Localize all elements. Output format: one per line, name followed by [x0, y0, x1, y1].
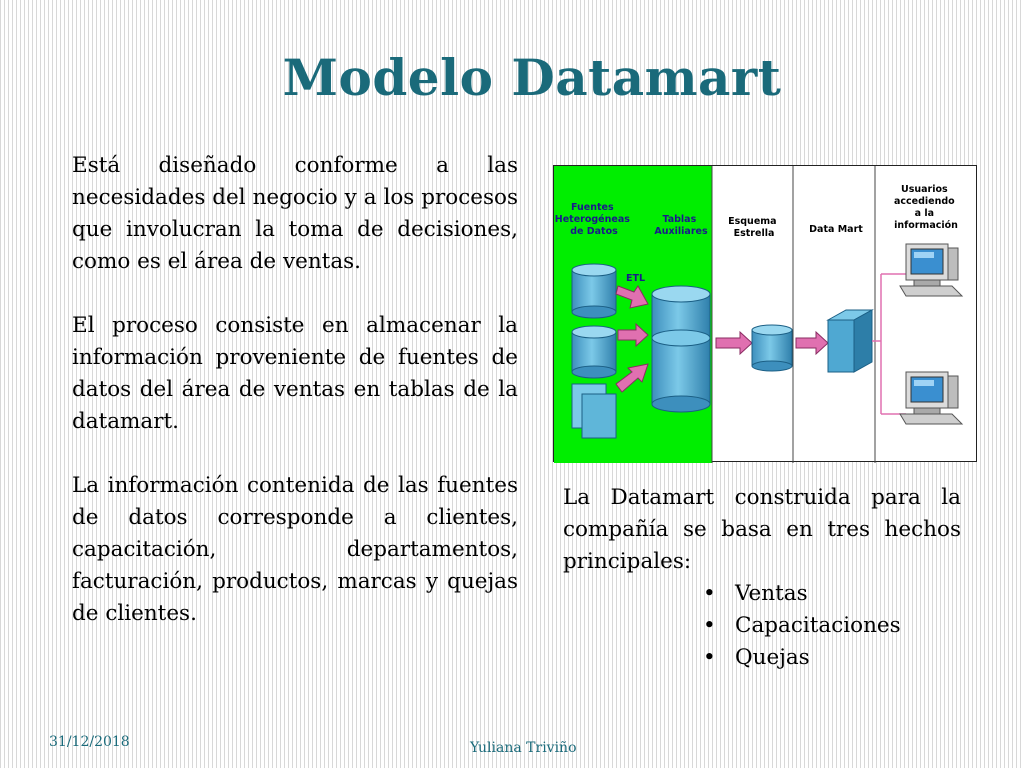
facts-intro: La Datamart construida para la compañía …	[563, 485, 961, 574]
bullet-icon: •	[703, 581, 716, 606]
label-datamart: Data Mart	[809, 224, 863, 235]
slide-title: Modelo Datamart	[282, 48, 782, 107]
computer-icon-2	[899, 371, 964, 425]
label-fuentes: Fuentes Heterogéneas de Datos	[555, 202, 633, 237]
star-schema-cylinder	[751, 324, 793, 372]
computer-icon-1	[899, 243, 964, 297]
data-mart-cube	[826, 309, 874, 373]
paragraph-sources: La información contenida de las fuentes …	[72, 473, 518, 626]
footer-date: 31/12/2018	[49, 734, 130, 750]
bullet-icon: •	[703, 613, 716, 638]
source-cylinder-2	[571, 325, 617, 379]
datamart-diagram: Fuentes Heterogéneas de Datos Tablas Aux…	[553, 165, 977, 463]
arrow-to-esquema	[715, 330, 753, 356]
list-item: •Capacitaciones	[703, 610, 961, 642]
label-etl: ETL	[626, 273, 645, 284]
paragraph-process: El proceso consiste en almacenar la info…	[72, 313, 518, 434]
paragraph-design: Está diseñado conforme a las necesidades…	[72, 153, 518, 274]
facts-list: •Ventas •Capacitaciones •Quejas	[563, 578, 961, 674]
footer-author: Yuliana Triviño	[470, 740, 577, 756]
label-tablas: Tablas Auxiliares	[654, 214, 708, 237]
bullet-icon: •	[703, 645, 716, 670]
list-item: •Quejas	[703, 642, 961, 674]
source-cylinder-1	[571, 263, 617, 319]
right-text-column: La Datamart construida para la compañía …	[563, 482, 961, 674]
etl-arrows	[615, 285, 649, 393]
user-connections	[872, 273, 906, 415]
label-usuarios: Usuarios accediendo a la información	[894, 184, 958, 231]
auxiliary-tables-cylinder	[651, 285, 711, 413]
arrow-to-datamart	[795, 330, 829, 356]
source-documents	[571, 383, 617, 439]
left-text-column: Está diseñado conforme a las necesidades…	[72, 150, 518, 662]
label-esquema: Esquema Estrella	[728, 216, 780, 239]
datamart-diagram-svg: Fuentes Heterogéneas de Datos Tablas Aux…	[554, 166, 964, 463]
list-item: •Ventas	[703, 578, 961, 610]
